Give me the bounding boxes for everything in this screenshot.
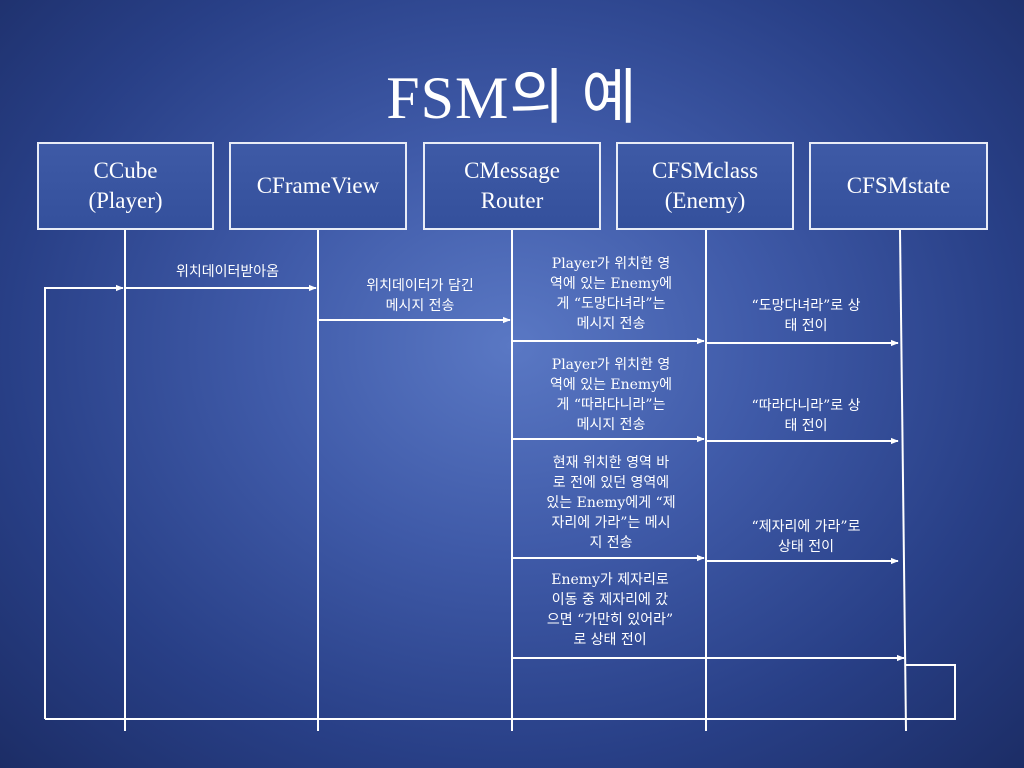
loop-connector-left: [44, 284, 124, 719]
note-router-return: 현재 위치한 영역 바 로 전에 있던 영역에 있는 Enemy에게 “제 자리…: [546, 455, 676, 551]
note-state-return: “제자리에 가라”로 상태 전이: [751, 519, 861, 555]
lifeline-box-ccube-player: CCube (Player): [37, 142, 214, 230]
note-state-flee: “도망다녀라”로 상 태 전이: [751, 298, 861, 334]
note-send-position-message: 위치데이터가 담긴 메시지 전송: [366, 278, 474, 314]
loop-connector-bottom: [45, 664, 956, 720]
note-router-stay: Enemy가 제자리로 이동 중 제자리에 갔 으면 “가만히 있어라” 로 상…: [546, 572, 674, 648]
note-router-chase: Player가 위치한 영 역에 있는 Enemy에 게 “따라다니라”는 메시…: [549, 357, 672, 433]
lifeline-box-cfsmclass-enemy: CFSMclass (Enemy): [616, 142, 794, 230]
note-receive-position: 위치데이터받아옴: [175, 264, 280, 280]
lifeline-cfsmstate: [899, 229, 907, 732]
lifeline-box-cmessagerouter: CMessage Router: [423, 142, 601, 230]
slide-title: FSM의 예: [386, 65, 638, 131]
lifeline-box-cfsmstate: CFSMstate: [809, 142, 988, 230]
note-state-chase: “따라다니라”로 상 태 전이: [751, 398, 861, 434]
note-router-flee: Player가 위치한 영 역에 있는 Enemy에 게 “도망다녀라”는 메시…: [549, 256, 672, 332]
lifeline-box-cframeview: CFrameView: [229, 142, 407, 230]
